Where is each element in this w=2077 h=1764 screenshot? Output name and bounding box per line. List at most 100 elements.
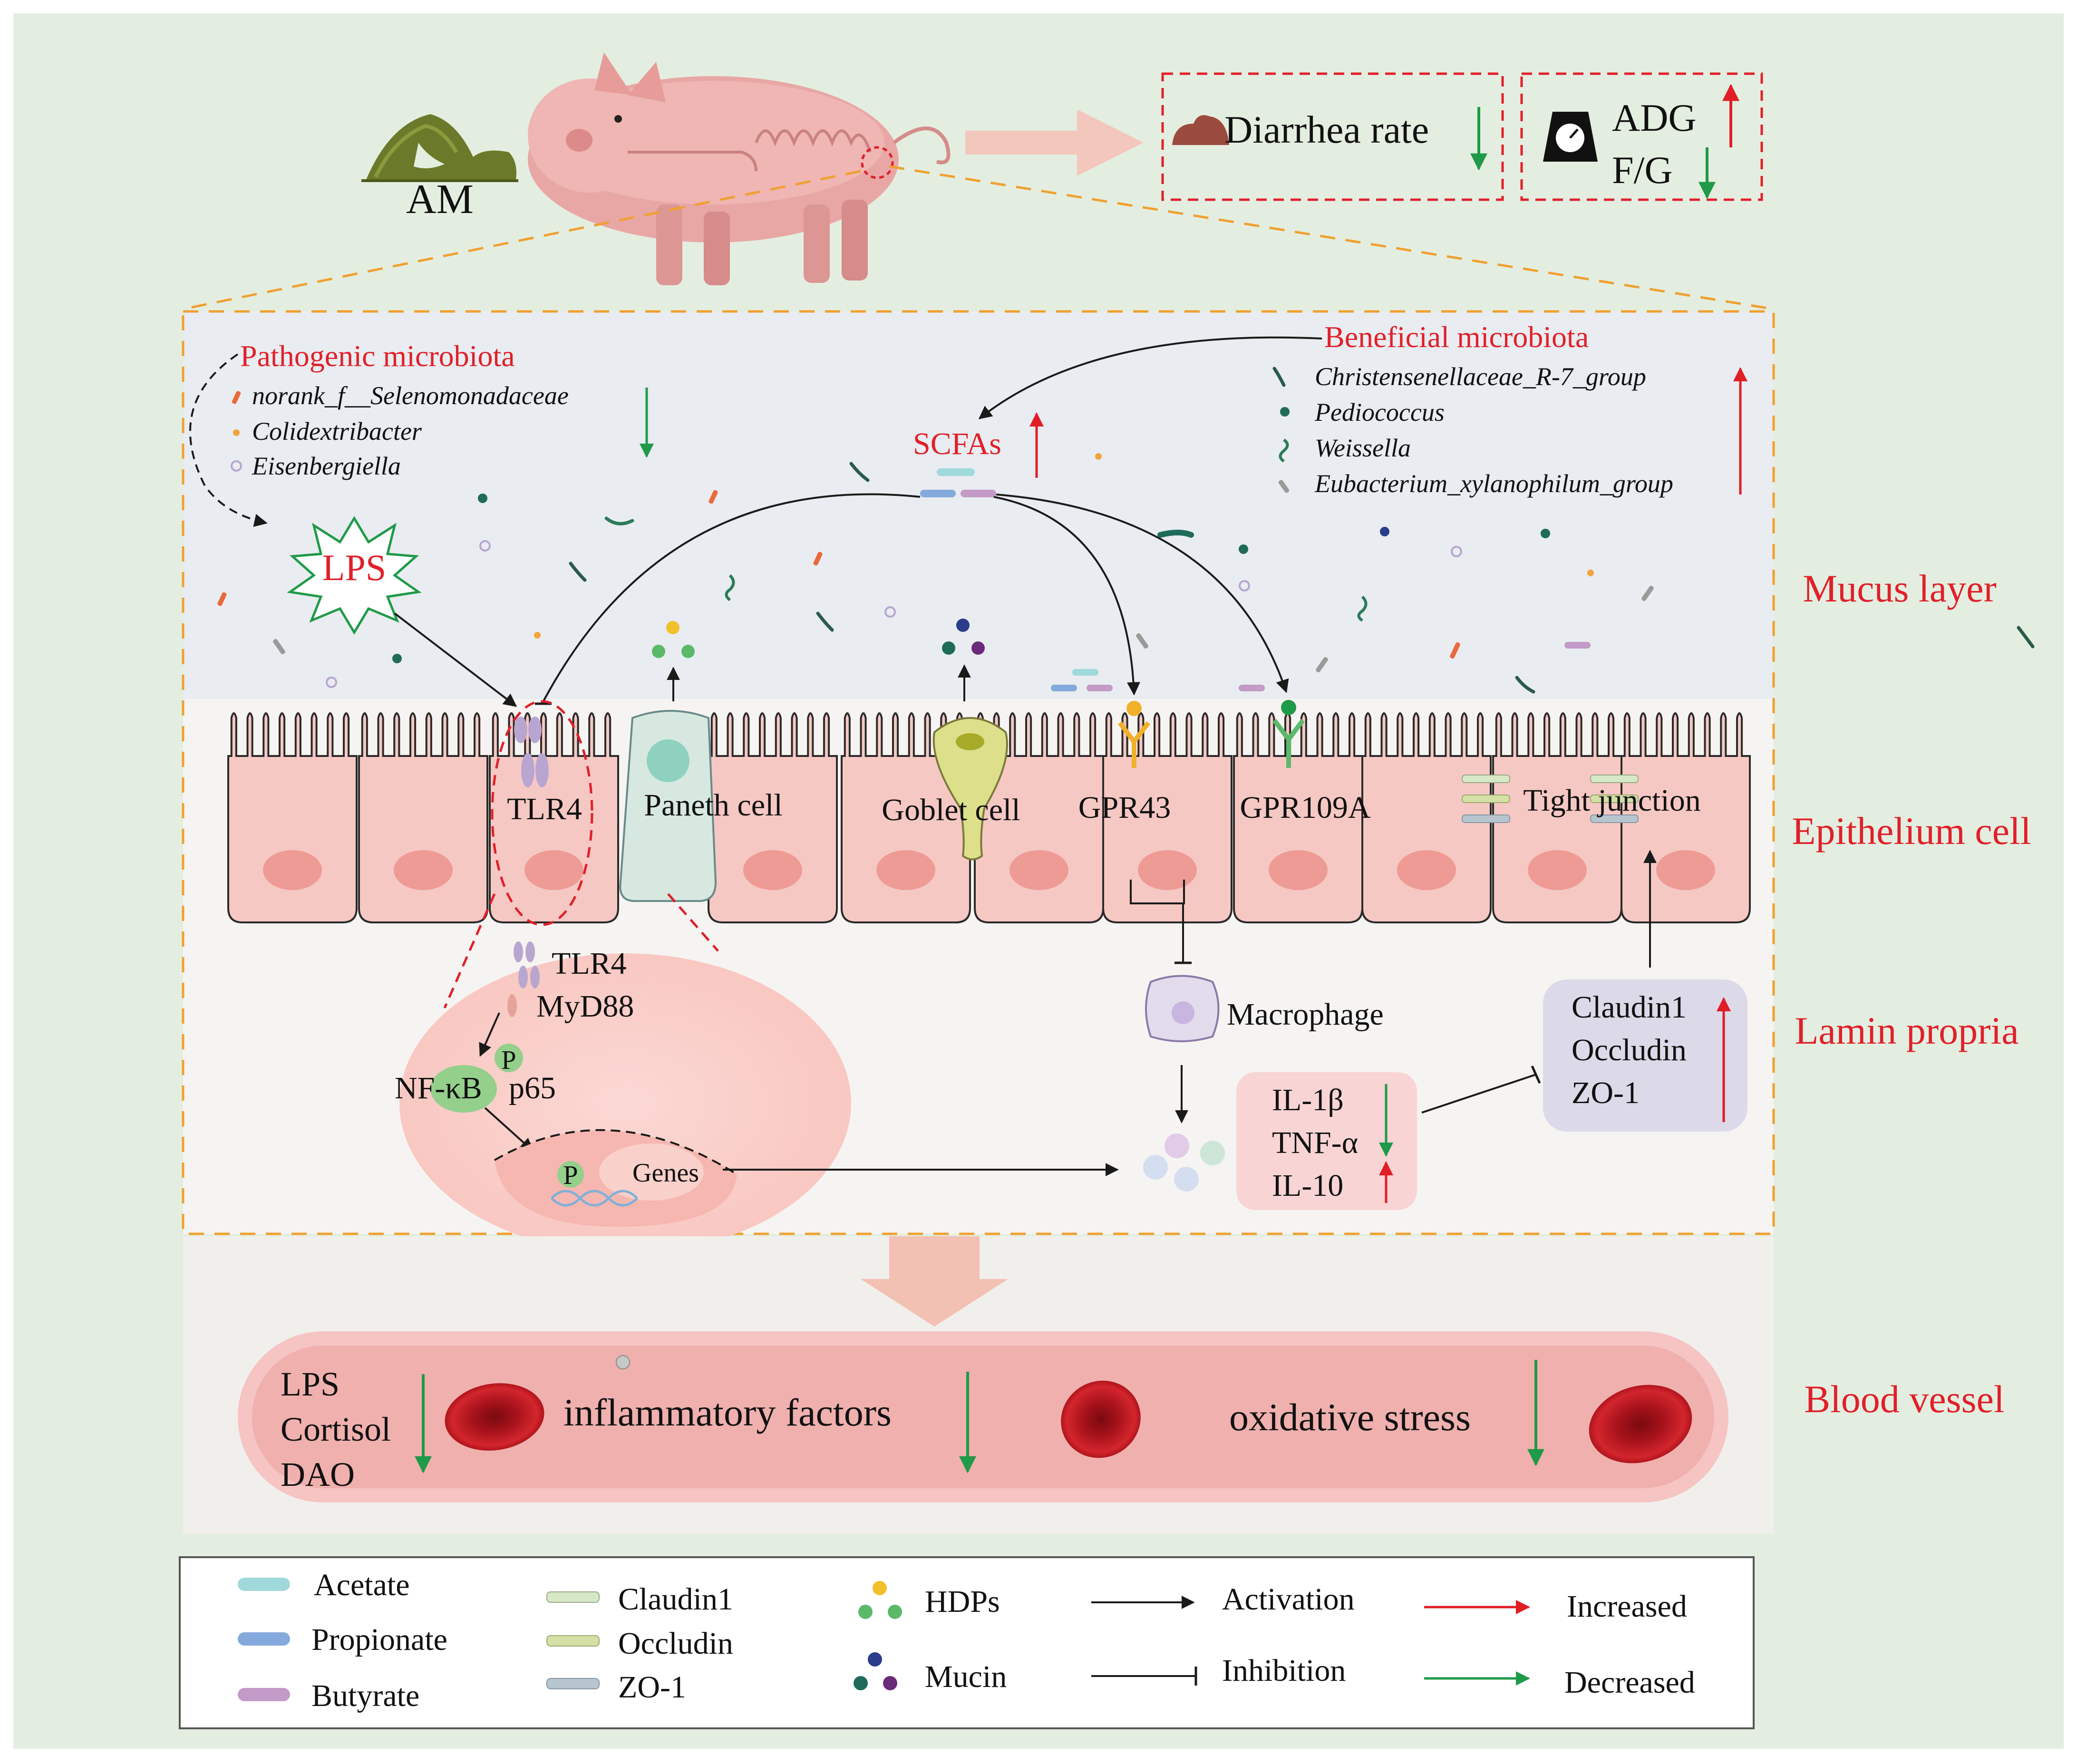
nucleus-p-label: P: [563, 1161, 578, 1190]
legend-decreased-label: Decreased: [1564, 1665, 1695, 1700]
nucleus-genes: [494, 1129, 738, 1227]
epithelial-cell: [1492, 712, 1622, 923]
scfa-to-gpr109a-arrow: [996, 494, 1289, 693]
selenomonadaceae-icon: [232, 391, 241, 404]
macrophage-label: Macrophage: [1227, 997, 1384, 1032]
blood-marker-2: Cortisol: [281, 1410, 391, 1448]
eisenbergiella-icon: [231, 460, 242, 472]
cell-nucleus: [1528, 850, 1587, 890]
legend-propionate-swatch: [238, 1632, 290, 1646]
mucus-bacteria-scatter: [217, 453, 2035, 694]
pathogenic-title: Pathogenic microbiota: [240, 339, 515, 373]
mucin-secretion: [942, 619, 985, 701]
junction-protein-3: ZO-1: [1572, 1076, 1640, 1110]
adg-label: ADG: [1612, 96, 1697, 139]
cell-nucleus: [1009, 850, 1068, 890]
cell-nucleus: [743, 850, 802, 890]
beneficial-to-scfas-arrow: [978, 336, 1322, 419]
christensenellaceae-icon: [1272, 367, 1286, 387]
paneth-label: Paneth cell: [644, 788, 782, 823]
legend-occludin-label: Occludin: [618, 1626, 733, 1661]
legend-butyrate-swatch: [238, 1688, 290, 1701]
goblet-label: Goblet cell: [882, 793, 1020, 827]
epithelial-cell: [227, 712, 358, 923]
epithelial-cell: [708, 712, 838, 923]
beneficial-taxon-2: Pediococcus: [1314, 398, 1445, 426]
legend-box: [179, 1556, 1755, 1729]
weissella-icon: [1279, 438, 1289, 463]
cytokine-inhibit-bar: [1531, 1065, 1541, 1084]
layer-label-epithelium: Epithelium cell: [1792, 809, 2031, 853]
cytokine-box: [1236, 1072, 1417, 1210]
diarrhea-label: Diarrhea rate: [1224, 108, 1429, 151]
genes-label: Genes: [632, 1158, 699, 1188]
legend-hdps-icon: [858, 1581, 902, 1619]
zoom-line-left: [183, 170, 861, 310]
beneficial-taxon-3: Weissella: [1315, 434, 1411, 462]
legend-zo1-swatch: [546, 1678, 600, 1689]
beneficial-taxon-1: Christensenellaceae_R-7_group: [1315, 362, 1646, 391]
layer-label-blood: Blood vessel: [1804, 1377, 2004, 1421]
gpr43-receptor: [1118, 701, 1150, 768]
legend-acetate-swatch: [238, 1578, 290, 1591]
tlr4-receptor: [514, 717, 549, 787]
junction-protein-box: [1543, 979, 1747, 1132]
red-blood-cell-2: [1061, 1380, 1141, 1458]
feces-icon: [1172, 115, 1229, 145]
epithelial-cell: [1233, 712, 1363, 923]
paneth-cell: [619, 710, 717, 902]
pediococcus-icon: [1280, 407, 1290, 417]
am-label: AM: [406, 176, 474, 223]
legend-acetate-label: Acetate: [314, 1568, 410, 1602]
cell-nucleus: [263, 850, 322, 890]
cell-nucleus: [1656, 850, 1715, 890]
nfkb-label: NF-κB: [395, 1071, 482, 1105]
goblet-cell: [932, 717, 1008, 861]
epithelial-cell: [1621, 712, 1751, 923]
nfkb-complex: [430, 1065, 497, 1113]
zoom-line-tlr4-right: [667, 893, 719, 952]
blood-marker-1: LPS: [281, 1365, 340, 1403]
scfas-label: SCFAs: [913, 426, 1001, 461]
junction-protein-2: Occludin: [1572, 1033, 1687, 1067]
vessel-lumen: [252, 1346, 1714, 1488]
cell-nucleus: [876, 850, 935, 890]
legend-increased-label: Increased: [1567, 1589, 1687, 1624]
cell-nucleus: [1397, 850, 1456, 890]
legend-butyrate-label: Butyrate: [311, 1678, 419, 1713]
pig-illustration: [528, 52, 951, 285]
oxidative-stress-label: oxidative stress: [1229, 1396, 1471, 1439]
legend-mucin-icon: [854, 1652, 897, 1690]
cytokine-2: TNF-α: [1272, 1125, 1358, 1160]
layer-label-mucus: Mucus layer: [1803, 567, 1997, 610]
cell-nucleus: [1269, 850, 1328, 890]
cytokine-3: IL-10: [1272, 1168, 1343, 1203]
cytokine-1: IL-1β: [1272, 1083, 1344, 1117]
beneficial-title: Beneficial microbiota: [1324, 320, 1589, 354]
nfkb-to-nucleus-arrow: [484, 1107, 534, 1152]
legend-inhibition-label: Inhibition: [1222, 1653, 1346, 1688]
fg-label: F/G: [1612, 148, 1673, 192]
pathogen-taxon-1: norank_f__Selenomonadaceae: [252, 381, 569, 410]
blood-marker-3: DAO: [281, 1455, 355, 1493]
mucus-layer-band: [183, 311, 1774, 699]
scale-icon: [1543, 112, 1598, 162]
tight-junction-icons: [1462, 775, 1639, 823]
pathogen-taxon-2: Colidextribacter: [252, 417, 422, 446]
legend-zo1-label: ZO-1: [618, 1670, 686, 1705]
legend-propionate-label: Propionate: [311, 1622, 447, 1657]
scfa-near-gpr43: [1051, 669, 1113, 691]
epithelial-cell: [974, 712, 1104, 923]
tlr4-label: TLR4: [507, 792, 582, 826]
scfa-to-gpr43-arrow: [993, 496, 1140, 696]
tight-junction-label: Tight junction: [1523, 783, 1700, 818]
cell-nucleus: [1138, 850, 1197, 890]
phospho-p-label: P: [501, 1046, 516, 1075]
diarrhea-box: [1161, 72, 1504, 201]
legend-hdps-label: HDPs: [925, 1584, 1000, 1619]
epithelial-cell: [1361, 712, 1492, 923]
vessel-particle: [616, 1355, 630, 1369]
scfa-butyrate-icon: [961, 490, 996, 497]
down-arrow-to-blood: [861, 1236, 1008, 1327]
